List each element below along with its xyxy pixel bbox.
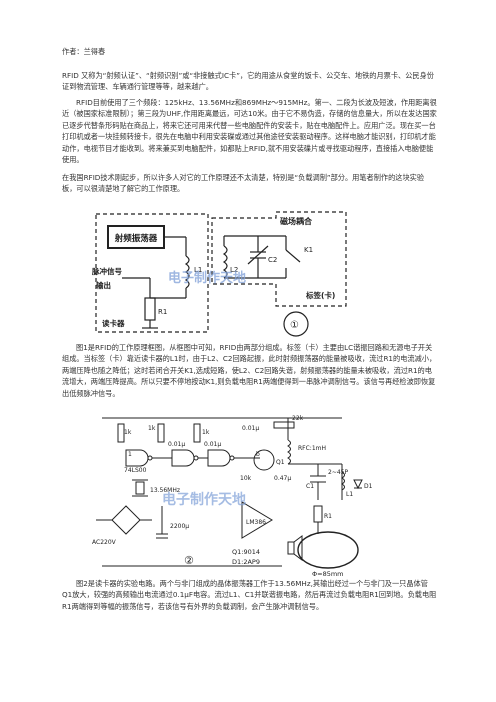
tag-label: 标签(卡) bbox=[305, 290, 335, 300]
author: 作者：兰得春 bbox=[62, 47, 106, 56]
paragraph-4: 图1是RFID的工作原理框图，从框图中可知，RFID由两部分组成。标签（卡）主要… bbox=[62, 342, 438, 399]
label-cap01: 0.01μ bbox=[168, 441, 185, 448]
paragraph-1: RFID 又称为“射频认证”、“射频识别”或“非接触式IC卡”，它的用途从食堂的… bbox=[62, 70, 438, 93]
figure-2-svg: 1k 1k 1k 0.01μ 0.01μ 0.01μ 74LS00 1 22k … bbox=[92, 415, 373, 578]
label-r1: R1 bbox=[324, 513, 332, 520]
figure-2-circuit: 1k 1k 1k 0.01μ 0.01μ 0.01μ 74LS00 1 22k … bbox=[92, 410, 412, 578]
label-k1a: 1k bbox=[124, 429, 132, 436]
label-k2: 1k bbox=[202, 429, 210, 436]
label-cap01b: 0.01μ bbox=[204, 441, 221, 448]
label-r10k: 10k bbox=[240, 475, 252, 482]
label-xtal: 13.56MHz bbox=[150, 487, 180, 494]
label-rfc: RFC:1mH bbox=[298, 445, 326, 452]
oscillator-label: 射频振荡器 bbox=[114, 233, 158, 244]
coupling-label: 磁场耦合 bbox=[280, 216, 313, 226]
label-d1: D1 bbox=[364, 483, 373, 490]
figure-2-number: ② bbox=[184, 554, 194, 567]
label-cap22: 22k bbox=[292, 415, 304, 422]
paragraph-2: RFID目前使用了三个频段：125kHz、13.56MHz和869MHz～915… bbox=[62, 97, 438, 165]
label-c1: C1 bbox=[306, 483, 314, 490]
pulse-label-2: 输出 bbox=[96, 280, 111, 290]
label-coil: Φ=85mm bbox=[312, 570, 344, 578]
label-pin: 1 bbox=[128, 451, 132, 458]
label-ic: 74LS00 bbox=[124, 467, 147, 474]
label-k1b: 1k bbox=[148, 425, 156, 432]
paragraph-5-text: 图2是读卡器的实验电路。两个与非门组成的晶体振荡器工作于13.56MHz,其输出… bbox=[62, 579, 437, 611]
paragraph-3: 在我国RFID技术刚起步，所以许多人对它的工作原理还不太清楚，特别是“负载调制”… bbox=[62, 172, 438, 195]
c2-label: C2 bbox=[268, 256, 277, 264]
k1-label: K1 bbox=[304, 246, 313, 254]
paragraph-2-text: RFID目前使用了三个频段：125kHz、13.56MHz和869MHz～915… bbox=[62, 98, 437, 165]
figure-1-svg: 射频振荡器 磁场耦合 脉冲信号 输出 读卡器 标签(卡) K1 L1 L2 C2… bbox=[91, 211, 347, 337]
label-ac: AC220V bbox=[92, 539, 117, 546]
pulse-label-1: 脉冲信号 bbox=[91, 266, 122, 276]
label-ic2: LM386 bbox=[246, 519, 266, 526]
paragraph-4-text: 图1是RFID的工作原理框图，从框图中可知，RFID由两部分组成。标签（卡）主要… bbox=[62, 343, 437, 398]
label-cap47: 0.47μ bbox=[274, 475, 291, 482]
label-cap01c: 0.01μ bbox=[242, 425, 259, 432]
figure-1-number: ① bbox=[290, 320, 299, 331]
l1-label: L1 bbox=[194, 266, 202, 274]
label-b: b bbox=[256, 451, 260, 458]
label-cap2200: 2200μ bbox=[170, 523, 189, 530]
figure-2-watermark: 电子制作天地 bbox=[162, 491, 246, 508]
figure-1-watermark: 电子制作天地 bbox=[168, 270, 246, 286]
paragraph-3-text: 在我国RFID技术刚起步，所以许多人对它的工作原理还不太清楚，特别是“负载调制”… bbox=[62, 173, 425, 194]
paragraph-1-text: RFID 又称为“射频认证”、“射频识别”或“非接触式IC卡”，它的用途从食堂的… bbox=[62, 71, 434, 92]
l2-label: L2 bbox=[230, 266, 238, 274]
author-line: 作者：兰得春 bbox=[62, 46, 438, 57]
r1-label: R1 bbox=[158, 308, 167, 316]
label-q1: Q1 bbox=[276, 459, 285, 466]
reader-label: 读卡器 bbox=[102, 318, 125, 328]
label-cap2-45: 2~45P bbox=[328, 469, 348, 476]
label-parts-1: Q1:9014 bbox=[232, 548, 260, 556]
label-l1: L1 bbox=[346, 491, 353, 498]
paragraph-5: 图2是读卡器的实验电路。两个与非门组成的晶体振荡器工作于13.56MHz,其输出… bbox=[62, 578, 438, 612]
figure-1-block-diagram: 射频振荡器 磁场耦合 脉冲信号 输出 读卡器 标签(卡) K1 L1 L2 C2… bbox=[90, 206, 350, 342]
label-parts-2: D1:2AP9 bbox=[232, 558, 260, 566]
